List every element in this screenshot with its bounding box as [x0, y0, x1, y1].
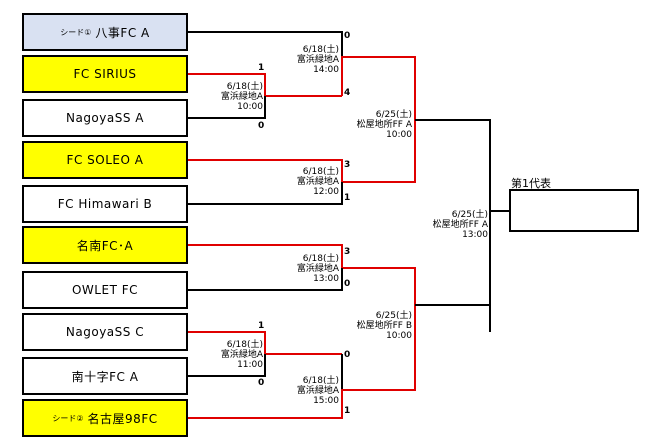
- match-time: 10:00: [386, 130, 412, 140]
- match-time: 12:00: [313, 187, 339, 197]
- match-time: 14:00: [313, 65, 339, 75]
- match-time: 15:00: [313, 396, 339, 406]
- match-date: 6/18(土): [302, 376, 339, 386]
- match-date: 6/25(土): [375, 110, 412, 120]
- match-info-final: 6/25(土) 松屋地所FF A 13:00: [433, 210, 488, 240]
- line-semi1: [415, 119, 491, 211]
- score-minamijuji: 0: [258, 378, 265, 388]
- match-date: 6/18(土): [302, 45, 339, 55]
- match-venue: 松屋地所FF B: [356, 321, 412, 331]
- match-info-r2b: 6/18(土) 富浜緑地A 12:00: [297, 167, 339, 197]
- team-box-9: 南十字FC A: [22, 357, 188, 395]
- team-box-3: NagoyaSS A: [22, 99, 188, 137]
- match-date: 6/25(土): [451, 210, 488, 220]
- score-owlet: 0: [344, 279, 351, 289]
- team-name: 南十字FC A: [71, 369, 139, 384]
- line-himawari: [188, 182, 343, 205]
- match-time: 13:00: [462, 230, 488, 240]
- match-date: 6/18(土): [302, 167, 339, 177]
- match-info-sf2: 6/25(土) 松屋地所FF B 10:00: [357, 311, 412, 341]
- match-venue: 松屋地所FF A: [356, 120, 412, 130]
- team-box-2: FC SIRIUS: [22, 55, 188, 93]
- line-qf1-winner: [341, 56, 416, 120]
- match-time: 10:00: [386, 331, 412, 341]
- line-yagoto: [188, 31, 343, 57]
- score-qf1-winner: 4: [344, 88, 351, 98]
- team-name: 八事FC A: [95, 25, 150, 40]
- match-venue: 富浜緑地A: [220, 350, 263, 360]
- team-box-10: シード② 名古屋98FC: [22, 399, 188, 437]
- match-date: 6/18(土): [226, 340, 263, 350]
- team-box-8: NagoyaSS C: [22, 313, 188, 351]
- line-owlet: [188, 268, 343, 291]
- score-nagoya98: 1: [344, 406, 351, 416]
- team-box-1: シード① 八事FC A: [22, 13, 188, 51]
- team-name: NagoyaSS C: [65, 325, 145, 339]
- line-minamijuji: [188, 354, 266, 377]
- team-name: FC Himawari B: [57, 197, 153, 211]
- score-sirius: 1: [258, 63, 265, 73]
- match-venue: 松屋地所FF A: [432, 220, 488, 230]
- score-ssc: 1: [258, 321, 265, 331]
- score-meinan: 3: [344, 247, 351, 257]
- match-time: 13:00: [313, 274, 339, 284]
- seed-label: シード②: [52, 413, 84, 423]
- team-box-5: FC Himawari B: [22, 185, 188, 223]
- team-box-6: 名南FC･A: [22, 226, 188, 264]
- line-ssc-winner: [188, 331, 342, 355]
- match-time: 10:00: [237, 102, 263, 112]
- match-time: 11:00: [237, 360, 263, 370]
- score-yagoto: 0: [344, 31, 351, 41]
- team-name: NagoyaSS A: [65, 111, 144, 125]
- team-name: FC SIRIUS: [73, 67, 137, 81]
- match-date: 6/18(土): [302, 254, 339, 264]
- line-semi2: [415, 211, 491, 332]
- match-date: 6/25(土): [375, 311, 412, 321]
- score-qf2-winner: 0: [344, 350, 351, 360]
- match-info-sf1: 6/25(土) 松屋地所FF A 10:00: [357, 110, 412, 140]
- line-nagoyass-a: [188, 96, 266, 119]
- match-venue: 富浜緑地A: [220, 92, 263, 102]
- result-title: 第1代表: [511, 177, 551, 190]
- match-venue: 富浜緑地A: [296, 55, 339, 65]
- line-sirius-winner: [188, 73, 342, 97]
- match-date: 6/18(土): [226, 82, 263, 92]
- team-box-7: OWLET FC: [22, 271, 188, 309]
- match-info-r1b: 6/18(土) 富浜緑地A 11:00: [221, 340, 263, 370]
- match-info-r2c: 6/18(土) 富浜緑地A 13:00: [297, 254, 339, 284]
- team-name: OWLET FC: [71, 283, 138, 297]
- score-nagoyass-a: 0: [258, 121, 265, 131]
- team-name: FC SOLEO A: [66, 153, 144, 167]
- team-name: 名南FC･A: [76, 238, 134, 253]
- match-venue: 富浜緑地A: [296, 386, 339, 396]
- match-venue: 富浜緑地A: [296, 177, 339, 187]
- score-soleo: 3: [344, 160, 351, 170]
- match-info-r2d: 6/18(土) 富浜緑地A 15:00: [297, 376, 339, 406]
- result-box: [509, 189, 639, 232]
- team-box-4: FC SOLEO A: [22, 141, 188, 179]
- score-himawari: 1: [344, 193, 351, 203]
- match-info-r1a: 6/18(土) 富浜緑地A 10:00: [221, 82, 263, 112]
- match-info-r2a: 6/18(土) 富浜緑地A 14:00: [297, 45, 339, 75]
- match-venue: 富浜緑地A: [296, 264, 339, 274]
- team-name: 名古屋98FC: [87, 411, 158, 426]
- line-nagoya98-winner: [188, 305, 416, 419]
- seed-label: シード①: [60, 27, 92, 37]
